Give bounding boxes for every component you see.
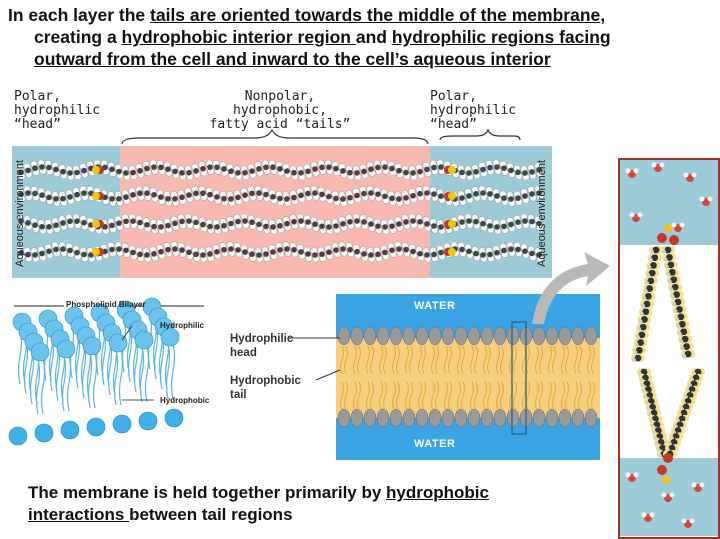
bottom-caption: The membrane is held together primarily … — [28, 482, 588, 526]
caption-text: between tail regions — [129, 505, 293, 524]
label-hydrophobic-3d: Hydrophobic — [160, 396, 210, 405]
bracket-head — [439, 128, 521, 141]
zoomed-lipid-panel — [618, 158, 720, 539]
highlight-box — [511, 321, 527, 435]
membrane-cross-section — [336, 294, 600, 460]
caption-underlined: interactions — [28, 505, 130, 524]
space-filling-bilayer — [12, 128, 552, 278]
water-top-label: WATER — [414, 300, 456, 312]
bracket-tails — [121, 128, 429, 145]
phospholipid-bilayer-3d — [8, 297, 204, 446]
caption-underlined: hydrophobic — [386, 483, 489, 502]
pointer-lines — [288, 337, 341, 381]
label-aqueous-left: Aqueous environment — [14, 159, 26, 267]
title-text: , — [600, 5, 606, 25]
title-text: and — [355, 27, 392, 47]
label-hydrophilic-3d: Hydrophilic — [160, 321, 205, 330]
label-polar-head-right: Polar, hydrophilic “head” — [430, 89, 517, 132]
title-underlined: hydrophilic regions facing — [391, 27, 611, 47]
title-text: creating a — [34, 27, 122, 47]
title-underlined: hydrophobic interior region — [121, 27, 356, 47]
zoom-arrow — [532, 252, 610, 324]
bilayer-title: Phospholipid Bilayer — [66, 300, 146, 309]
water-bottom-label: WATER — [414, 438, 456, 450]
label-nonpolar-tails: Nonpolar, hydrophobic, fatty acid “tails… — [209, 89, 351, 132]
label-hydrophilic-head: Hydrophilic head — [230, 333, 294, 359]
title-text: In each layer the — [8, 5, 151, 25]
title-underlined: tails are oriented towards the middle of… — [150, 5, 601, 25]
lipid-chains — [16, 159, 544, 263]
title-underlined: outward from the cell and inward to the … — [34, 49, 551, 69]
label-polar-head-left: Polar, hydrophilic “head” — [14, 89, 101, 132]
slide-title: In each layer the tails are oriented tow… — [8, 4, 708, 70]
label-hydrophobic-tail: Hydrophobic tail — [230, 375, 301, 401]
caption-text: The membrane is held together primarily … — [28, 483, 387, 502]
